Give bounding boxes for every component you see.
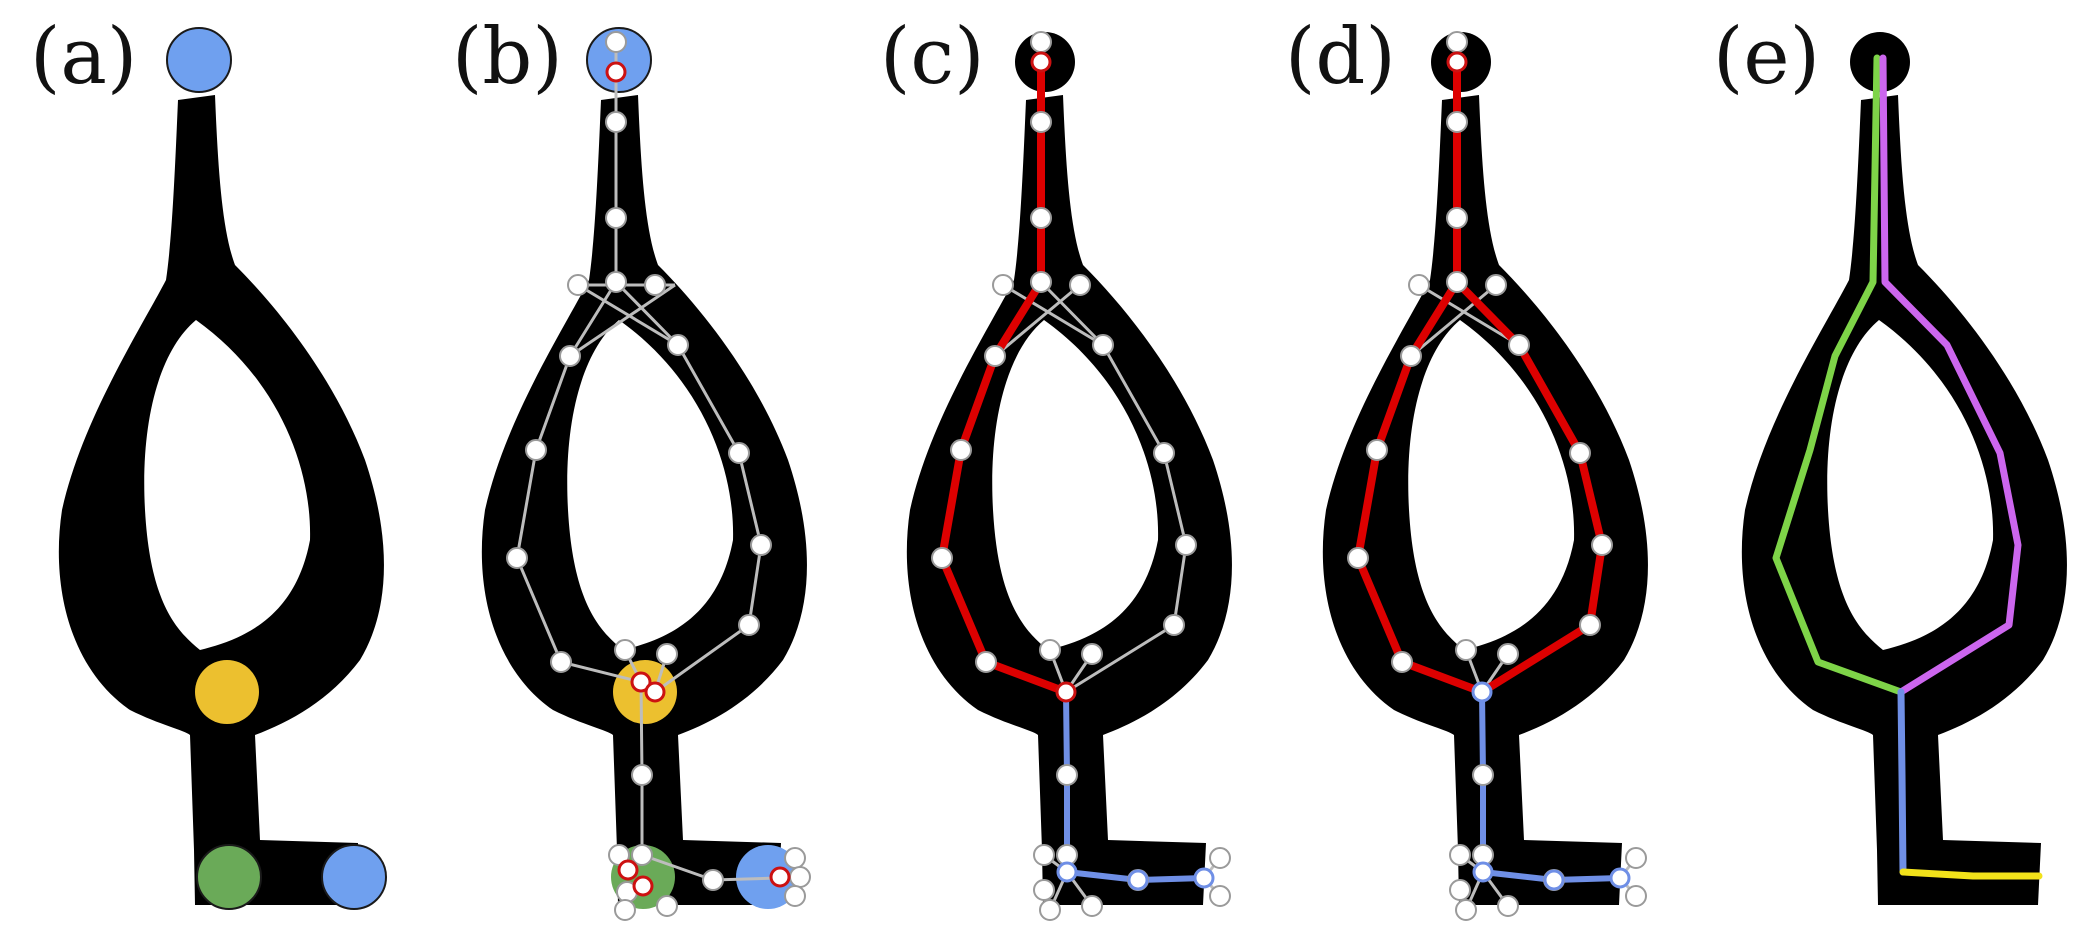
panel-b: [481, 27, 811, 921]
graph-nodes: [931, 31, 1231, 921]
shape-silhouette: [58, 32, 384, 905]
panel-c: [906, 31, 1232, 921]
skeleton-branch-yellow: [1899, 868, 2043, 880]
skeleton-branch-green: [1772, 54, 1905, 696]
panel-a: [58, 27, 387, 910]
panel-label-c: (c): [880, 12, 985, 102]
panel-label-b: (b): [452, 12, 563, 102]
skeleton-branch-purple: [1879, 54, 2022, 696]
key-nodes: [605, 61, 791, 897]
endpoint-node-top: [166, 27, 232, 93]
skeleton-branch-blue: [1897, 688, 1907, 876]
panel-e: [1741, 32, 2067, 905]
key-nodes: [1446, 51, 1631, 891]
endpoint-node-right: [321, 844, 387, 910]
panel-label-d: (d): [1285, 12, 1396, 102]
graph-nodes: [506, 31, 811, 921]
skeleton-branches: [1772, 54, 2043, 880]
endpoint-node-top: [586, 27, 652, 93]
junction-node: [195, 660, 259, 724]
key-nodes: [1030, 51, 1215, 891]
panel-d: [1322, 31, 1648, 921]
corner-node: [196, 844, 262, 910]
panel-label-e: (e): [1713, 12, 1821, 102]
panel-label-a: (a): [30, 12, 138, 102]
